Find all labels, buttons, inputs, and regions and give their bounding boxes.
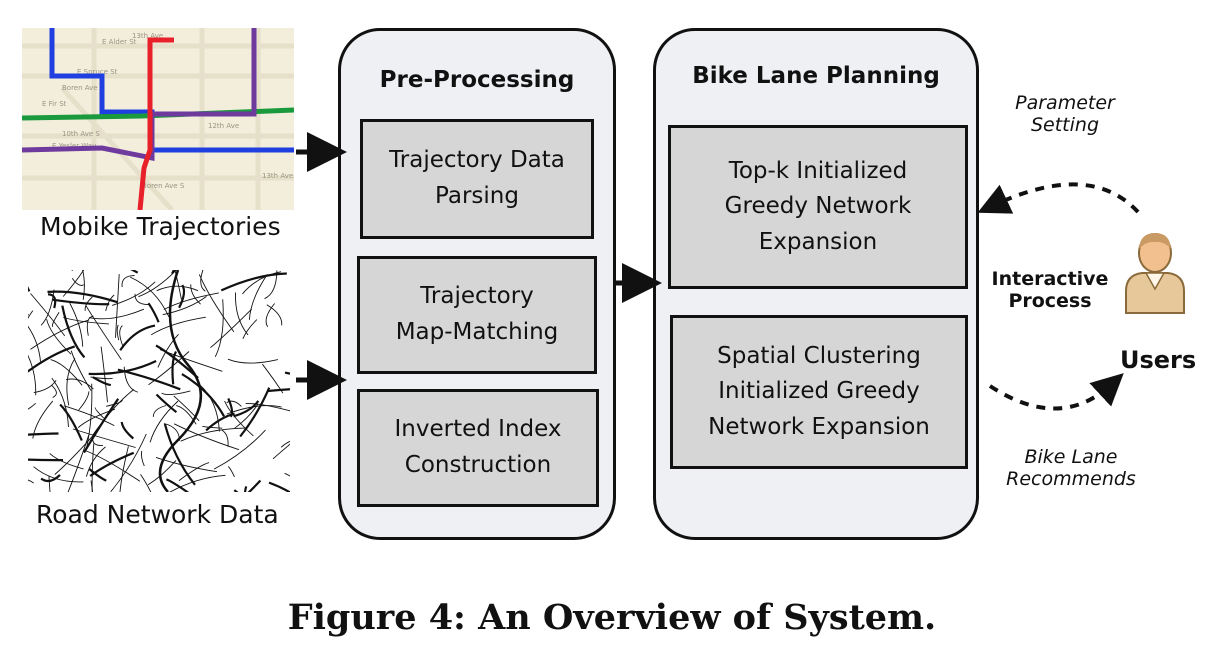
street-label: E Yesler Way xyxy=(52,142,96,150)
street-label: 10th Ave S xyxy=(62,130,100,138)
street-label: Boren Ave xyxy=(62,84,98,92)
road-network-map xyxy=(28,270,290,492)
parameter-setting-note: Parameter Setting xyxy=(1015,92,1115,136)
trajectory-map: E Alder St 13th Ave E Spruce St Boren Av… xyxy=(22,28,294,210)
method-spatial-clustering: Spatial Clustering Initialized Greedy Ne… xyxy=(670,315,968,469)
step-inverted-index: Inverted Index Construction xyxy=(357,389,599,507)
arrow-parameter-setting xyxy=(977,182,1140,214)
street-label: 13th Ave xyxy=(132,32,163,40)
users-label: Users xyxy=(1120,346,1197,374)
trajectories-label: Mobike Trajectories xyxy=(40,212,281,241)
street-label: E Fir St xyxy=(42,100,67,108)
preprocessing-title: Pre-Processing xyxy=(379,67,575,93)
step-trajectory-parsing: Trajectory Data Parsing xyxy=(360,119,594,239)
street-label: 12th Ave xyxy=(208,122,239,130)
method-topk: Top-k Initialized Greedy Network Expansi… xyxy=(668,125,968,289)
step-map-matching: Trajectory Map-Matching xyxy=(357,256,597,374)
street-label: Boren Ave S xyxy=(142,182,185,190)
planning-title: Bike Lane Planning xyxy=(692,63,940,89)
preprocessing-stage: Pre-Processing Trajectory Data Parsing T… xyxy=(338,28,616,540)
road-network-label: Road Network Data xyxy=(36,500,279,529)
user-icon xyxy=(1120,225,1190,315)
figure-caption: Figure 4: An Overview of System. xyxy=(287,597,937,638)
recommends-note: Bike Lane Recommends xyxy=(1006,446,1136,490)
street-label: E Alder St xyxy=(102,38,137,46)
street-label: 13th Ave S xyxy=(262,172,294,180)
arrow-bike-lane-recommends xyxy=(988,373,1124,411)
interactive-process-note: Interactive Process xyxy=(991,268,1109,312)
street-label: E Spruce St xyxy=(77,68,118,76)
planning-stage: Bike Lane Planning Top-k Initialized Gre… xyxy=(653,28,979,540)
